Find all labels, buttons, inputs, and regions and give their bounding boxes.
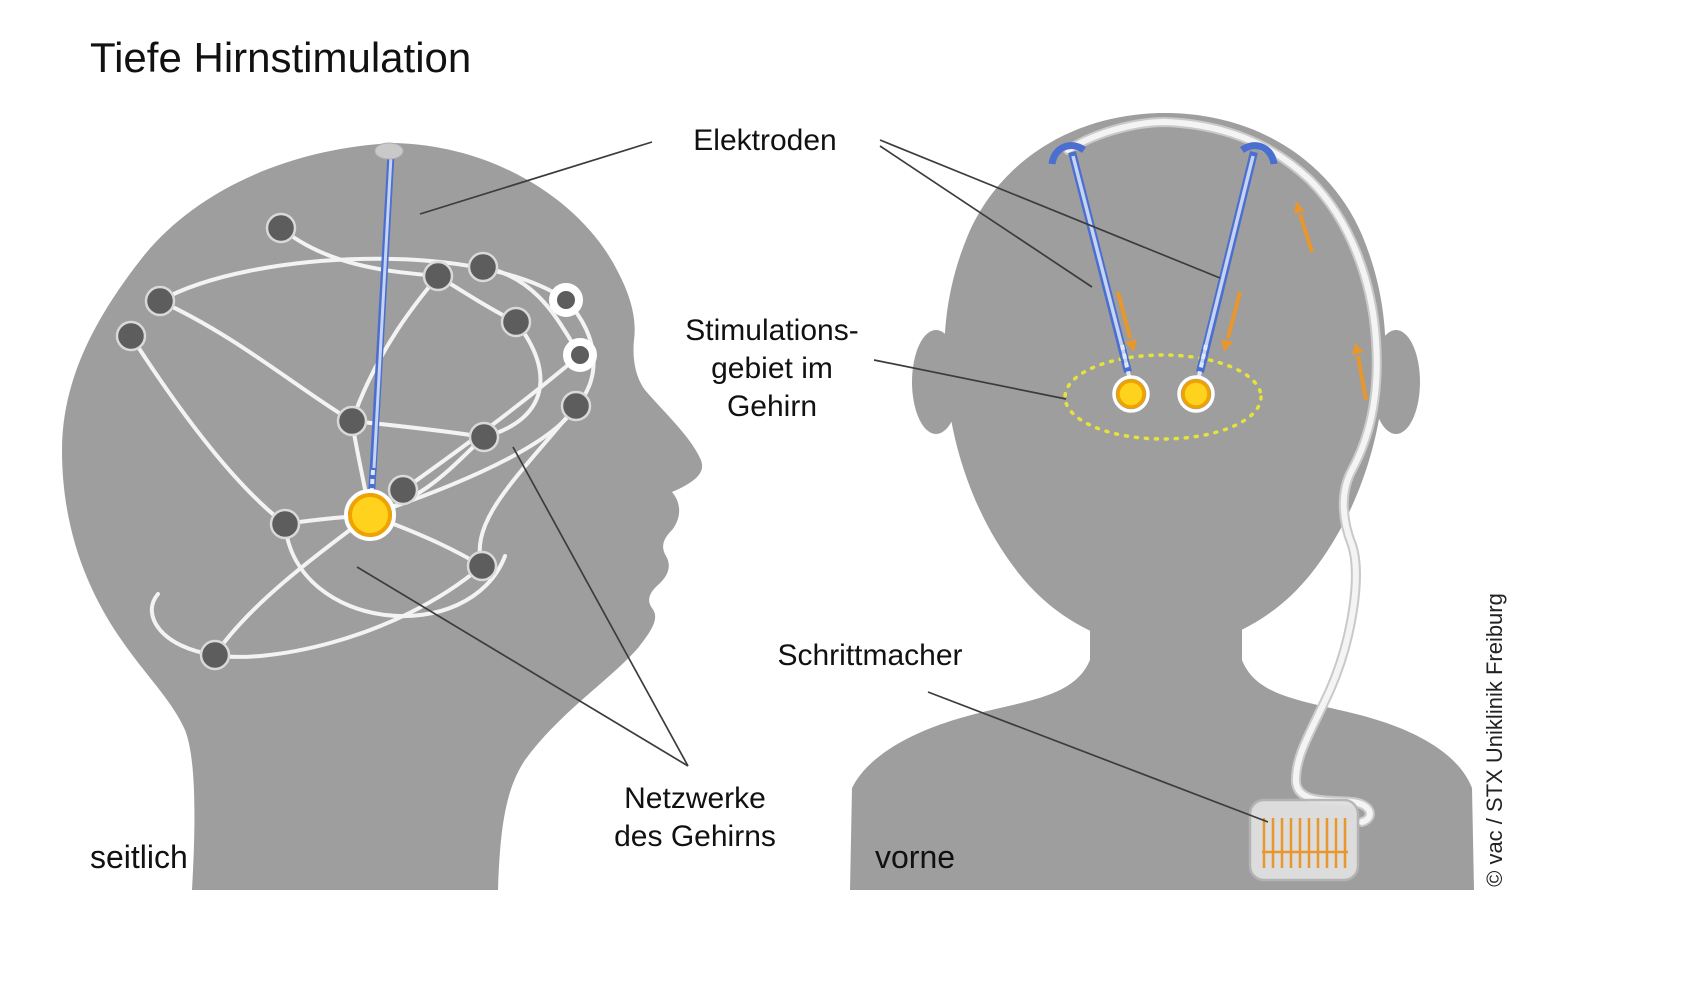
side-view-figure [62, 142, 703, 890]
network-node [144, 285, 176, 317]
network-node [560, 390, 592, 422]
label-netzwerke-line2: des Gehirns [614, 820, 776, 853]
network-node [467, 251, 499, 283]
pacemaker-cable [1063, 116, 1382, 827]
network-node [336, 405, 368, 437]
pacemaker-device [1248, 798, 1360, 882]
label-elektroden: Elektroden [693, 124, 836, 157]
pointer-lines [356, 139, 1269, 823]
network-node [387, 474, 419, 506]
arrow-up-icon [1352, 343, 1368, 401]
stimulation-target-front [1112, 375, 1215, 413]
network-node [115, 320, 147, 352]
network-node [422, 260, 454, 292]
current-direction-arrows [1116, 201, 1368, 401]
arrow-down-icon [1116, 291, 1137, 352]
electrode-cap-icon [374, 142, 404, 160]
pointer-stimulationsgebiet [873, 359, 1067, 400]
front-head-silhouette [944, 113, 1386, 648]
electrode-front-left [1048, 142, 1132, 377]
label-stimulation-line3: Gehirn [727, 390, 817, 423]
label-vorne: vorne [875, 839, 955, 875]
pointer-netzwerke-2 [356, 566, 689, 767]
copyright-credit: © vac / STX Uniklinik Freiburg [1482, 593, 1507, 887]
network-node [466, 550, 498, 582]
brain-network-nodes [115, 212, 597, 671]
arrow-down-icon [1221, 291, 1242, 352]
pointer-schrittmacher [927, 691, 1269, 823]
label-stimulation-line1: Stimulations- [685, 314, 858, 347]
label-stimulationsgebiet: Stimulations- gebiet im Gehirn [685, 314, 858, 423]
stimulation-area-outline [1063, 353, 1263, 441]
network-node [199, 639, 231, 671]
network-node [500, 306, 532, 338]
electrode-side [367, 142, 404, 504]
arrow-up-icon [1294, 201, 1314, 253]
network-node-ringed [563, 338, 597, 372]
pacemaker-coil-icon [1262, 818, 1348, 868]
label-seitlich: seitlich [90, 839, 188, 875]
label-stimulation-line2: gebiet im [711, 352, 833, 385]
front-view-figure [850, 113, 1474, 890]
stimulation-target-side [344, 489, 396, 541]
label-netzwerke: Netzwerke des Gehirns [614, 782, 776, 853]
network-node [269, 508, 301, 540]
pointer-elektroden-right1 [879, 145, 1093, 288]
electrode-front-right [1196, 142, 1278, 377]
label-schrittmacher: Schrittmacher [777, 639, 962, 672]
network-node [265, 212, 297, 244]
label-netzwerke-line1: Netzwerke [624, 782, 766, 815]
network-node-ringed [549, 283, 583, 317]
pointer-elektroden-right2 [879, 139, 1221, 279]
pointer-elektroden-left [419, 141, 653, 215]
page-title: Tiefe Hirnstimulation [90, 34, 471, 81]
network-node [468, 421, 500, 453]
pointer-netzwerke-1 [512, 446, 689, 767]
